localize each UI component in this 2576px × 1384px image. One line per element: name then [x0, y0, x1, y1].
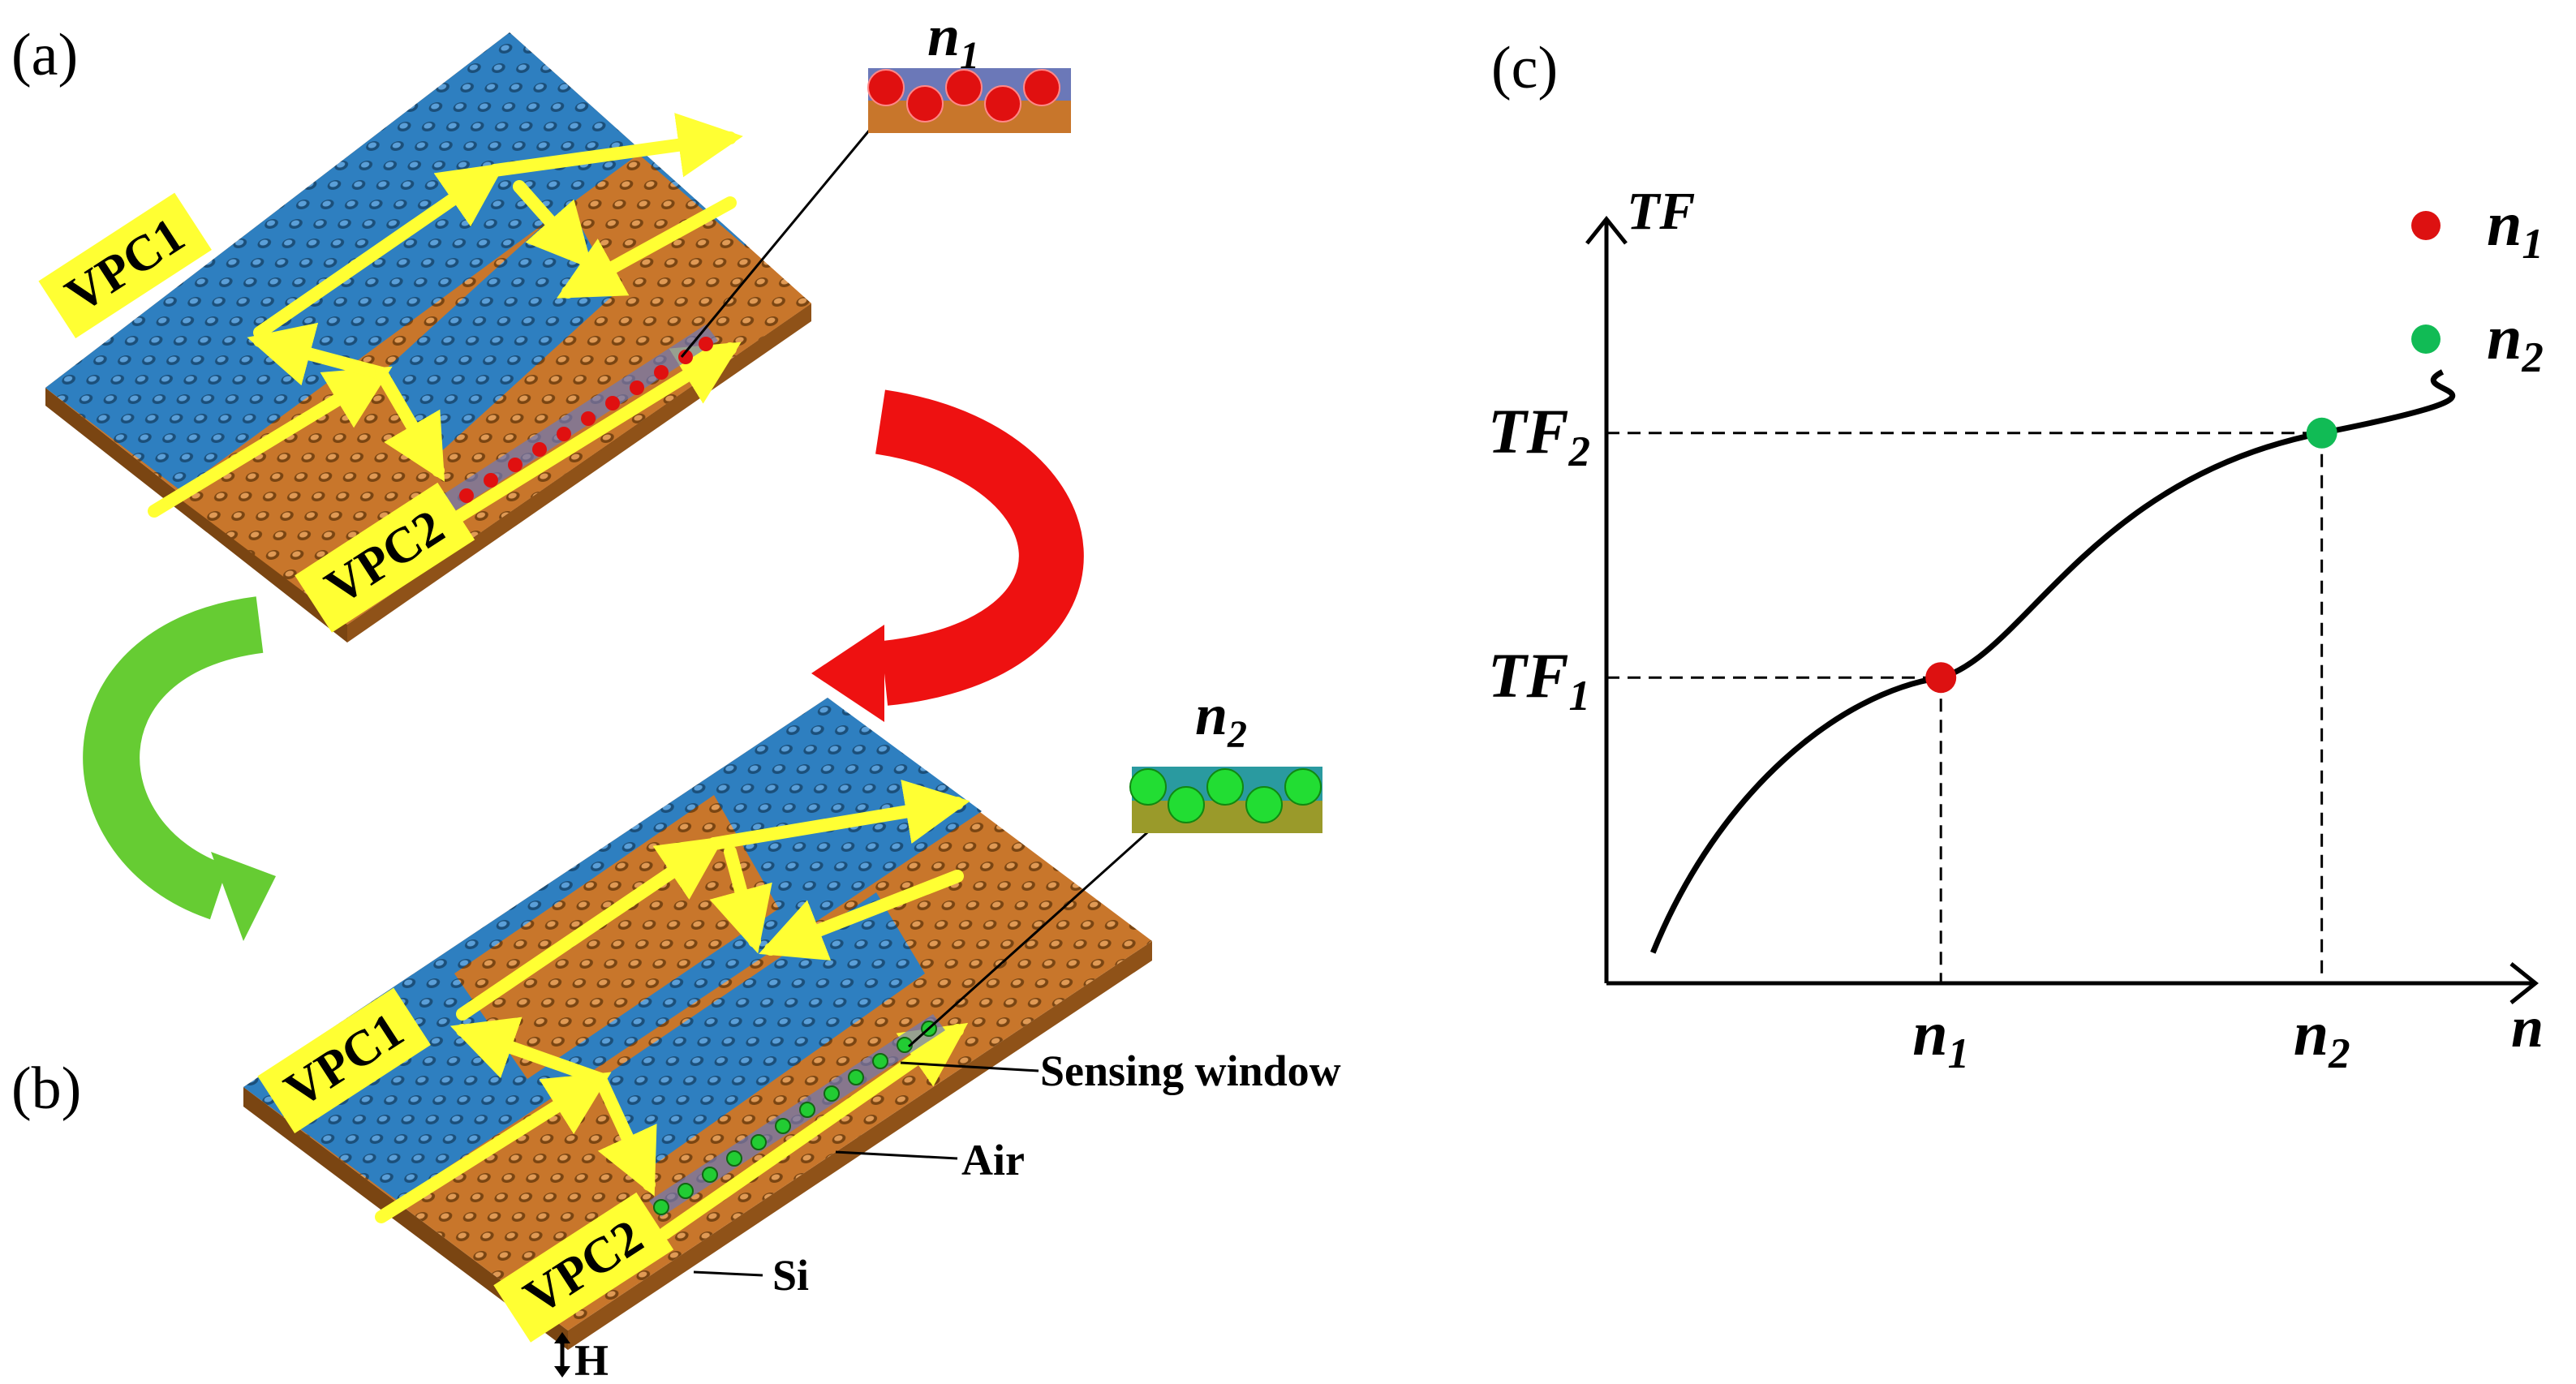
axes — [1585, 215, 2539, 1004]
air-leader — [835, 1150, 958, 1160]
data-point-1 — [1925, 662, 1957, 694]
slab-edge-left — [45, 388, 347, 643]
wg-b-arrow-right-in — [759, 870, 964, 961]
x-axis-label: n — [2511, 995, 2544, 1059]
panel-label-c: (c) — [1491, 35, 1558, 101]
inset-a-leader — [680, 87, 906, 358]
guide-lines — [1606, 432, 2324, 983]
sensing-window-leader — [900, 1061, 1039, 1072]
inset-b-particles — [1129, 768, 1322, 823]
inset-a: n1 — [680, 3, 1071, 358]
legend-label-2: n2 — [2487, 302, 2544, 381]
wg-arrow-bottom — [448, 342, 742, 526]
sensing-window-b — [649, 1014, 945, 1217]
wg-arrow-upper-right — [488, 113, 743, 178]
legend-swatch-2 — [2411, 325, 2441, 354]
slab-b-edge-left — [243, 1087, 568, 1350]
legend-swatch-1 — [2411, 211, 2441, 240]
x-axis-arrowhead — [2509, 962, 2539, 1004]
wg-arrow-upper-left — [253, 162, 506, 339]
y-axis-label: TF — [1627, 182, 1695, 241]
wg-arrow-right-in — [556, 196, 737, 299]
si-leader — [693, 1270, 763, 1277]
wg-b-arrow-upper-right — [707, 780, 970, 850]
y-tick-labels: TF1 TF2 — [1488, 396, 1590, 720]
panel-label-b: (b) — [11, 1055, 81, 1122]
slab-b-edge-front — [568, 941, 1152, 1350]
panel-c: (c) TF n n1 n2 TF1 TF2 n1 n2 — [1488, 35, 2544, 1077]
data-point-2 — [2306, 417, 2337, 449]
wg-b-arrow-diag — [709, 845, 772, 954]
vpc1-cavity-b — [600, 892, 925, 1168]
y-tick-label-1: TF1 — [1488, 640, 1590, 720]
height-arrow-up — [554, 1332, 570, 1343]
wg-b-arrow-to-vpc1 — [449, 1017, 607, 1085]
panel-label-a: (a) — [11, 22, 78, 88]
waveguide-arrows — [148, 113, 743, 526]
wg-b-arrow-down — [594, 1072, 657, 1197]
wg-arrow-down — [375, 367, 445, 482]
sensing-window-label: Sensing window — [1040, 1047, 1341, 1095]
red-curved-arrow — [875, 389, 1084, 706]
inset-b: n2 — [907, 682, 1322, 1048]
wg-b-arrow-upper-left — [456, 836, 725, 1021]
panel-b: (b) VPC1 VPC2 — [11, 682, 1341, 1384]
inset-b-leader — [907, 797, 1186, 1048]
panel-a: (a) — [11, 3, 1071, 643]
wg-arrow-left-lower — [148, 366, 393, 518]
y-tick-label-2: TF2 — [1488, 396, 1590, 475]
data-points — [1925, 417, 2337, 694]
legend-label-1: n1 — [2487, 188, 2544, 268]
red-arrow-head — [811, 625, 884, 722]
wg-arrow-to-vpc1 — [247, 322, 388, 386]
tf-curve — [1650, 369, 2456, 954]
green-arrow-head — [211, 852, 276, 941]
inset-b-bottom — [1132, 801, 1322, 833]
x-tick-label-1: n1 — [1912, 998, 1969, 1077]
height-label: H — [574, 1336, 609, 1384]
inset-a-bottom — [868, 101, 1071, 133]
height-arrow-down — [554, 1366, 570, 1378]
inset-b-label: n2 — [1195, 682, 1247, 756]
green-curved-arrow — [83, 596, 264, 920]
sensing-window-a — [430, 325, 718, 519]
inset-a-label: n1 — [927, 3, 979, 77]
air-label: Air — [961, 1136, 1025, 1184]
x-tick-labels: n1 n2 — [1912, 998, 2350, 1077]
inset-a-particles — [867, 69, 1060, 122]
x-tick-label-2: n2 — [2294, 998, 2350, 1077]
si-label: Si — [772, 1251, 809, 1300]
y-axis-arrowhead — [1585, 215, 1628, 245]
wg-b-arrow-lower-left — [375, 1072, 612, 1223]
